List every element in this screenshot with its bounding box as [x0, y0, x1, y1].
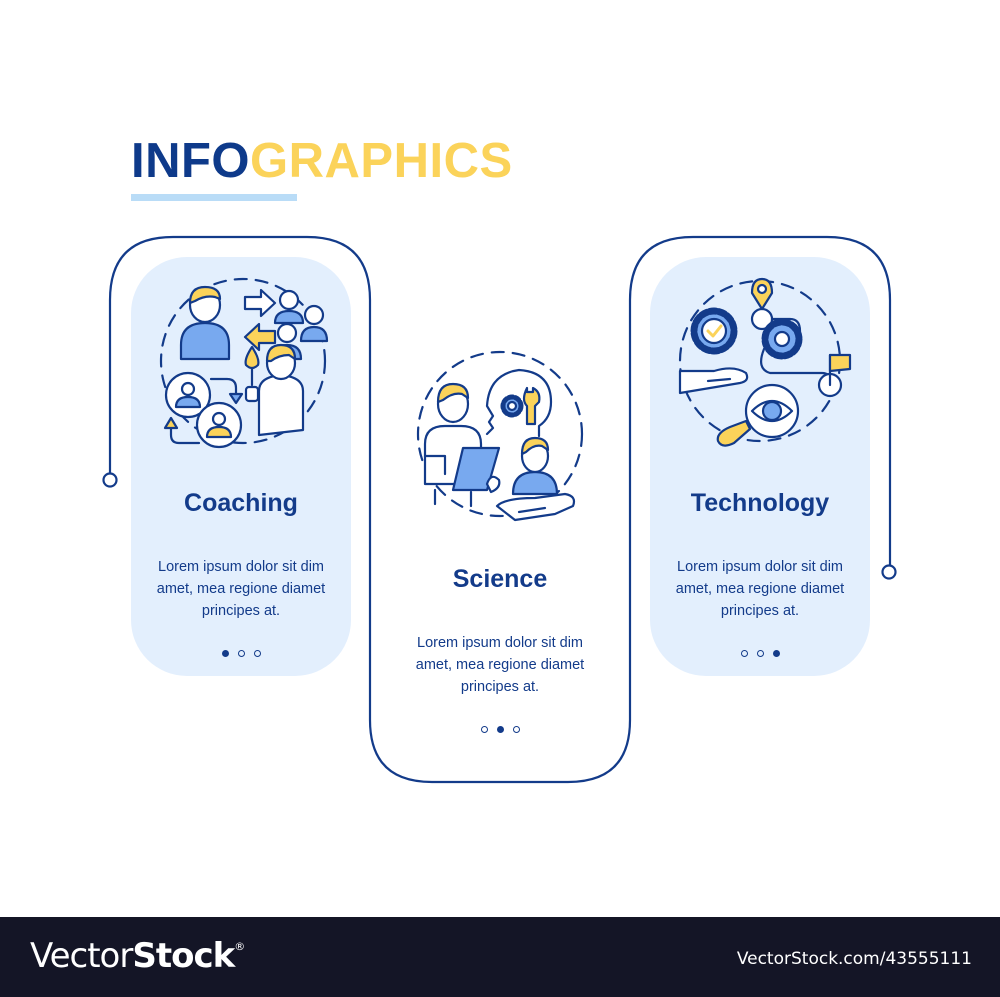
card-title: Technology — [690, 489, 830, 517]
dot[interactable] — [512, 726, 520, 733]
dot[interactable] — [237, 650, 245, 657]
card-coaching: Coaching Lorem ipsum dolor sit dim amet,… — [131, 257, 351, 676]
dot-active[interactable] — [496, 726, 504, 733]
dot-active[interactable] — [221, 650, 229, 657]
footer-bar: VectorStock® VectorStock.com/43555111 — [0, 917, 1000, 997]
pagination-dots — [650, 650, 870, 657]
science-icon — [415, 344, 585, 524]
card-technology: Technology Lorem ipsum dolor sit dim ame… — [650, 257, 870, 676]
card-title: Science — [452, 565, 548, 593]
image-reference: VectorStock.com/43555111 — [736, 949, 972, 969]
dot[interactable] — [740, 650, 748, 657]
card-description: Lorem ipsum dolor sit dim amet, mea regi… — [156, 559, 326, 619]
card-title: Coaching — [184, 489, 298, 517]
coaching-icon — [151, 275, 331, 455]
dot[interactable] — [480, 726, 488, 733]
dot[interactable] — [756, 650, 764, 657]
title-part-info: INFO — [131, 134, 251, 188]
dot-active[interactable] — [772, 650, 780, 657]
title-underline — [131, 194, 297, 201]
card-description: Lorem ipsum dolor sit dim amet, mea regi… — [415, 635, 585, 695]
pagination-dots — [131, 650, 351, 657]
title-part-graphics: GRAPHICS — [250, 134, 513, 188]
infographics-title: INFOGRAPHICS — [131, 133, 513, 189]
card-science: Science Lorem ipsum dolor sit dim amet, … — [371, 330, 629, 780]
pagination-dots — [371, 726, 629, 733]
dot[interactable] — [253, 650, 261, 657]
technology-icon — [674, 269, 854, 449]
vectorstock-logo: VectorStock® — [30, 936, 245, 976]
card-description: Lorem ipsum dolor sit dim amet, mea regi… — [675, 559, 845, 619]
